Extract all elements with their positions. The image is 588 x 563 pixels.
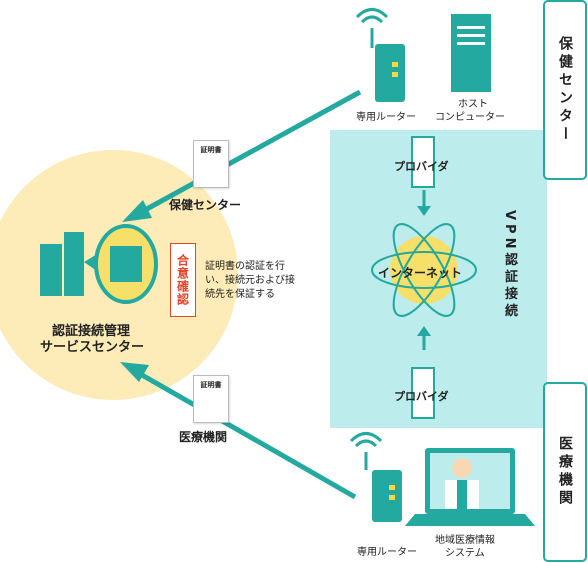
system-label-1: 地域医療情報	[435, 535, 495, 546]
vpn-auth-label: VPN認証接続	[502, 210, 517, 321]
desc-line-1: 証明書の認証を行	[205, 261, 285, 272]
bottom-router-icon	[349, 432, 402, 522]
internet-globe-icon	[371, 223, 477, 317]
host-label-2: コンピューター	[435, 112, 505, 123]
arrow-from-medical	[120, 362, 357, 500]
health-center-box: 保健センター	[543, 0, 587, 180]
provider-bottom-arrow	[417, 326, 431, 350]
service-center-title-2: サービスセンター	[40, 340, 145, 355]
service-center-title-1: 認証接続管理	[52, 324, 131, 339]
cert-top-text: 証明書	[200, 146, 222, 154]
medical-institution-box: 医療機関	[543, 382, 587, 562]
cert-bottom-caption: 医療機関	[179, 430, 228, 444]
host-label-1: ホスト	[458, 99, 488, 110]
certificate-top-icon: 証明書	[193, 140, 229, 188]
desc-line-3: 続先を保証する	[205, 289, 275, 300]
provider-top-building-icon	[411, 136, 435, 188]
cert-bottom-text: 証明書	[200, 381, 222, 389]
internet-label: インターネット	[378, 266, 463, 280]
provider-top-arrow	[417, 190, 431, 216]
bottom-router-label: 専用ルーター	[357, 547, 417, 558]
medical-institution-label: 医療機関	[557, 436, 573, 508]
service-center-building-icon	[40, 224, 158, 304]
top-router-label: 専用ルーター	[356, 112, 416, 123]
certificate-bottom-icon: 証明書	[193, 375, 229, 423]
top-router-icon	[355, 8, 405, 102]
arrow-from-health-center	[122, 89, 362, 222]
health-center-label: 保健センター	[557, 36, 573, 144]
desc-line-2: い、接続元および接	[205, 275, 295, 286]
host-computer-icon	[451, 14, 491, 92]
provider-top-label: プロバイダ	[394, 160, 449, 173]
consent-stamp: 合意確認	[170, 243, 196, 317]
provider-bottom-label: プロバイダ	[394, 390, 449, 403]
regional-medical-system-icon	[405, 448, 535, 526]
system-label-2: システム	[445, 548, 485, 559]
cert-top-caption: 保健センター	[169, 198, 242, 212]
provider-bottom-building-icon	[411, 367, 435, 419]
